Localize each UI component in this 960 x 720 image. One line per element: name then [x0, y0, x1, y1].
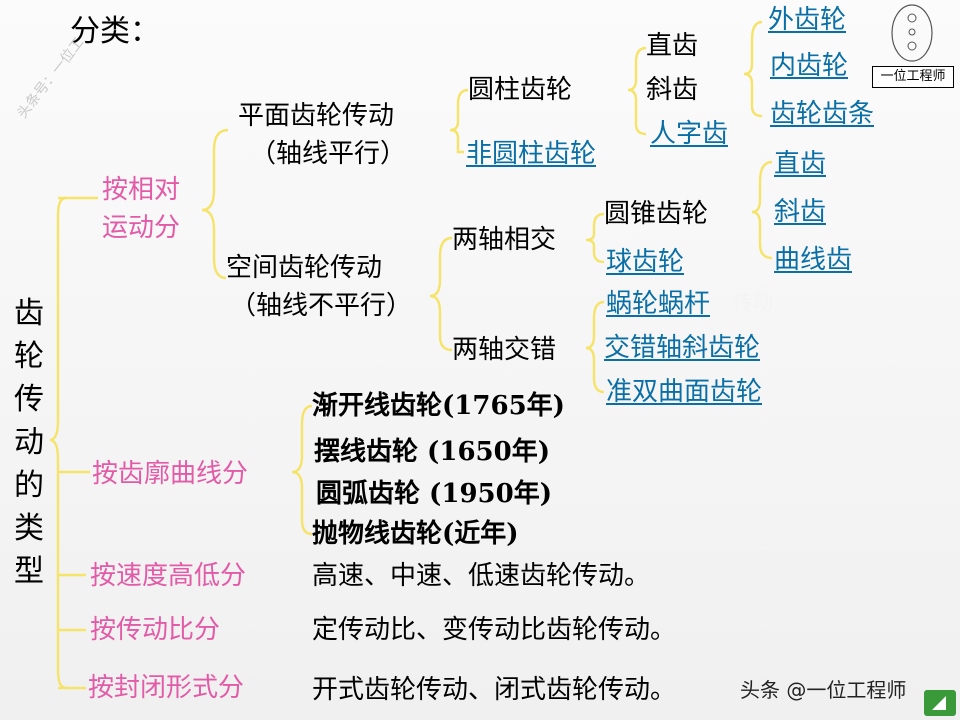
circular-arc-gear: 圆弧齿轮 (1950年)	[316, 479, 553, 509]
straight-tooth: 直齿	[646, 31, 699, 61]
root-title: 齿 轮 传 动 的 类 型	[14, 292, 48, 593]
intersecting-axes: 两轴相交	[452, 225, 557, 255]
watermark-text: 头条号：一位工	[14, 34, 88, 122]
root-char: 轮	[14, 339, 44, 374]
seal-logo	[890, 2, 934, 64]
category-tooth-profile: 按齿廓曲线分	[92, 459, 249, 489]
spatial-gear-title: 空间齿轮传动	[226, 253, 383, 283]
category-relative-motion-line2: 运动分	[102, 213, 181, 243]
ghost-text: 传动	[733, 290, 773, 314]
crossed-helical-gear-link[interactable]: 交错轴斜齿轮	[604, 333, 761, 363]
speed-types: 高速、中速、低速齿轮传动。	[312, 561, 651, 591]
category-speed: 按速度高低分	[90, 561, 247, 591]
bevel-curved-link[interactable]: 曲线齿	[774, 245, 853, 275]
planar-gear-title: 平面齿轮传动	[238, 101, 395, 131]
root-char: 类	[14, 511, 44, 546]
enclosure-types: 开式齿轮传动、闭式齿轮传动。	[312, 675, 677, 705]
parabolic-gear: 抛物线齿轮(近年)	[312, 519, 519, 549]
next-slide-icon[interactable]	[924, 690, 956, 716]
rack-and-pinion-link[interactable]: 齿轮齿条	[770, 99, 875, 129]
bevel-gear: 圆锥齿轮	[604, 199, 709, 229]
category-relative-motion-line1: 按相对	[102, 175, 181, 205]
hypoid-gear-link[interactable]: 准双曲面齿轮	[606, 377, 763, 407]
worm-gear-link[interactable]: 蜗轮蜗杆	[606, 289, 711, 319]
root-char: 型	[14, 554, 44, 589]
planar-gear-subtitle: （轴线平行）	[250, 139, 407, 169]
cylindrical-gear: 圆柱齿轮	[468, 75, 573, 105]
root-char: 的	[14, 468, 44, 503]
internal-gear-link[interactable]: 内齿轮	[770, 51, 849, 81]
root-char: 齿	[14, 296, 44, 331]
category-ratio: 按传动比分	[90, 615, 221, 645]
cycloidal-gear: 摆线齿轮 (1650年)	[314, 437, 551, 467]
author-stamp: 一位工程师	[872, 66, 954, 88]
bevel-helical-link[interactable]: 斜齿	[774, 197, 827, 227]
source-credit: 头条 @一位工程师	[740, 678, 907, 702]
helical-tooth: 斜齿	[646, 75, 699, 105]
root-char: 传	[14, 382, 44, 417]
root-char: 动	[14, 425, 44, 460]
ratio-types: 定传动比、变传动比齿轮传动。	[312, 615, 677, 645]
crossed-axes: 两轴交错	[452, 335, 557, 365]
category-enclosure: 按封闭形式分	[88, 673, 245, 703]
spherical-gear-link[interactable]: 球齿轮	[606, 247, 685, 277]
page-heading: 分类：	[70, 14, 160, 49]
external-gear-link[interactable]: 外齿轮	[768, 5, 847, 35]
involute-gear: 渐开线齿轮(1765年)	[312, 391, 565, 421]
bevel-straight-link[interactable]: 直齿	[774, 149, 827, 179]
non-cylindrical-gear-link[interactable]: 非圆柱齿轮	[466, 139, 597, 169]
spatial-gear-subtitle: （轴线不平行）	[230, 291, 413, 321]
herringbone-tooth-link[interactable]: 人字齿	[650, 119, 729, 149]
